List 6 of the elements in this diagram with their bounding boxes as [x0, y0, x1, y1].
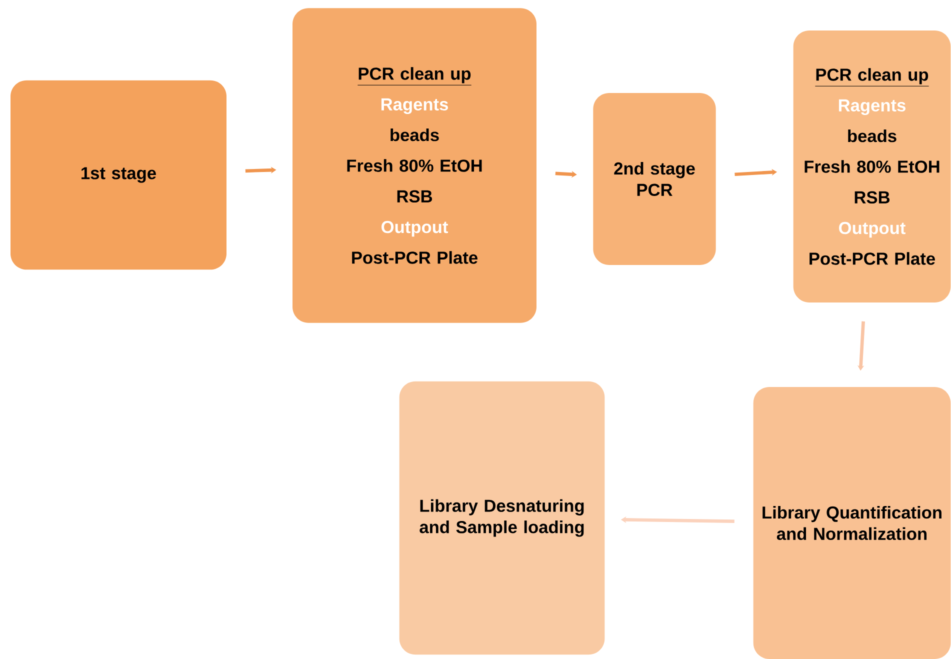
- process-box: Library Desnaturing and Sample loading: [399, 381, 605, 655]
- process-box: Library Quantification and Normalization: [753, 386, 951, 659]
- process-box: 2nd stage PCR: [593, 92, 716, 265]
- process-box: PCR clean up Ragents beads Fresh 80% EtOH RSB Outpout Post-PCR Plate: [793, 30, 951, 302]
- process-box: 1st stage: [10, 80, 226, 270]
- process-box: PCR clean up Ragents beads Fresh 80% EtOH RSB Outpout Post-PCR Plate: [292, 8, 536, 323]
